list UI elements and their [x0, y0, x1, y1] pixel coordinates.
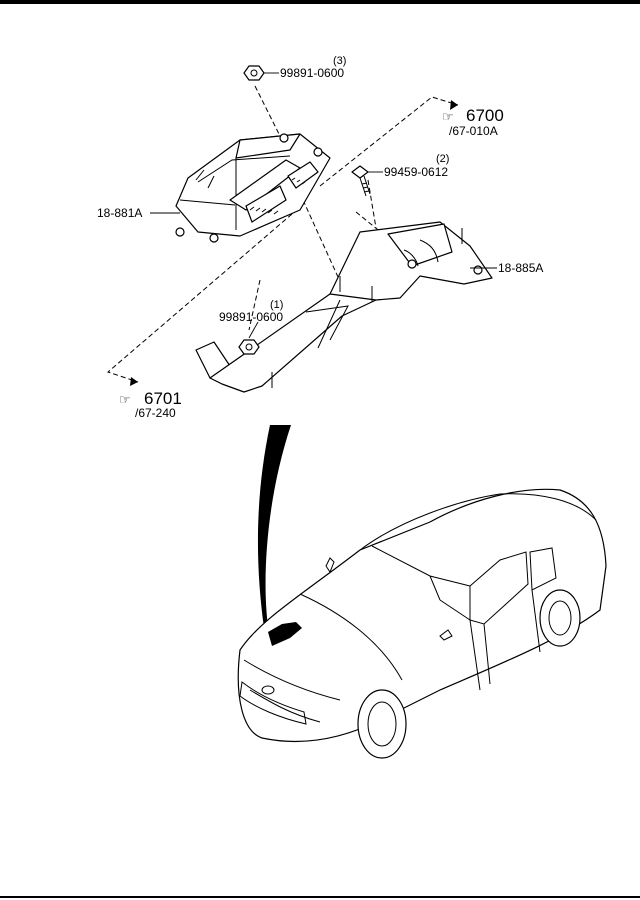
nut-lower-icon [238, 339, 260, 355]
bolt-icon [351, 165, 371, 197]
reference-page-lower[interactable]: 6701 [144, 389, 182, 408]
qty-nut-top: (3) [333, 55, 347, 67]
pointing-hand-icon: ☞ [442, 109, 454, 124]
qty-bolt: (2) [436, 153, 450, 165]
part-number-module[interactable]: 18-881A [97, 206, 143, 220]
mounting-bracket [195, 221, 493, 393]
arrow-icon [450, 100, 458, 110]
part-number-bolt[interactable]: 99459-0612 [384, 165, 449, 179]
location-pointer [257, 425, 291, 628]
qty-nut-lower: (1) [270, 299, 284, 311]
bottom-border [0, 896, 640, 898]
part-number-nut-top[interactable]: 99891-0600 [280, 66, 345, 80]
reference-sub-lower: /67-240 [135, 406, 176, 420]
pointing-hand-icon: ☞ [119, 392, 131, 407]
nut-top-icon [243, 65, 265, 81]
engine-control-module [175, 133, 331, 243]
reference-page-upper[interactable]: 6700 [466, 106, 504, 125]
top-border [0, 0, 640, 4]
vehicle-illustration [237, 488, 607, 759]
part-number-bracket[interactable]: 18-885A [498, 261, 544, 275]
ecu-location-marker [268, 622, 302, 646]
part-number-nut-lower[interactable]: 99891-0600 [219, 310, 284, 324]
arrow-icon [130, 377, 138, 386]
reference-sub-upper: /67-010A [449, 124, 498, 138]
